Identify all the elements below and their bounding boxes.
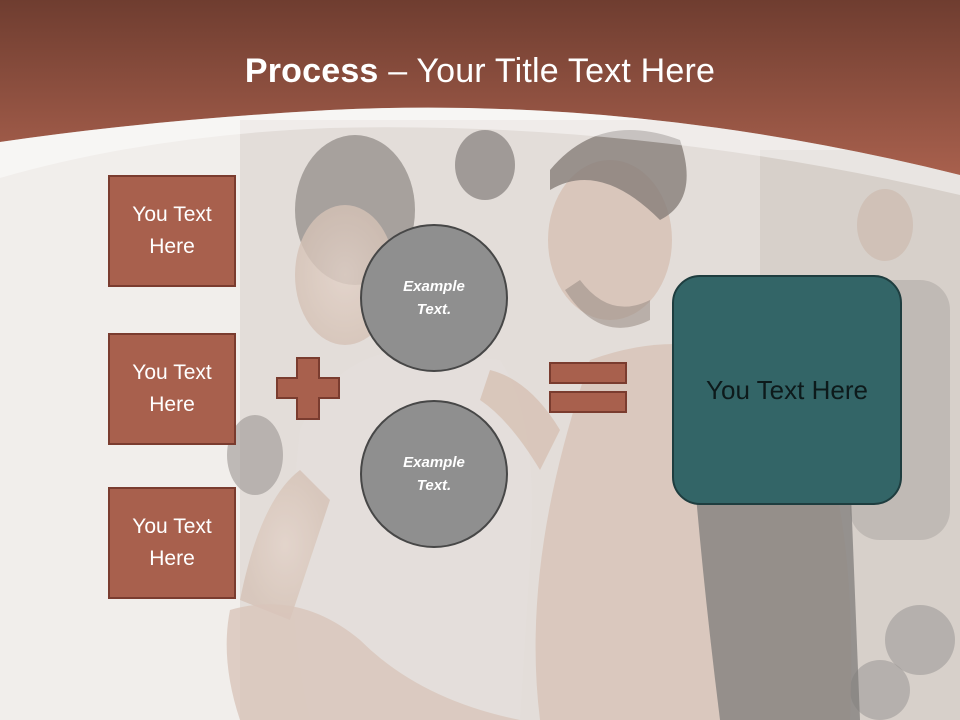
result-box[interactable]: You Text Here <box>672 275 902 505</box>
example-circle-1[interactable]: Example Text. <box>360 224 508 372</box>
title-bold: Process <box>244 52 379 90</box>
text-box-3[interactable]: You Text Here <box>108 487 236 599</box>
text-box-3-label: You Text Here <box>132 515 212 570</box>
text-box-1[interactable]: You Text Here <box>108 175 236 287</box>
example-circle-1-label: Example Text. <box>403 278 465 318</box>
example-circle-2-label: Example Text. <box>403 454 465 494</box>
title-rest: – Your Title Text Here <box>378 52 716 90</box>
text-box-2[interactable]: You Text Here <box>108 333 236 445</box>
slide-title: Process – Your Title Text Here <box>0 52 960 91</box>
example-circle-2[interactable]: Example Text. <box>360 400 508 548</box>
result-box-label: You Text Here <box>706 374 868 405</box>
text-box-2-label: You Text Here <box>132 361 212 416</box>
text-box-1-label: You Text Here <box>132 203 212 258</box>
